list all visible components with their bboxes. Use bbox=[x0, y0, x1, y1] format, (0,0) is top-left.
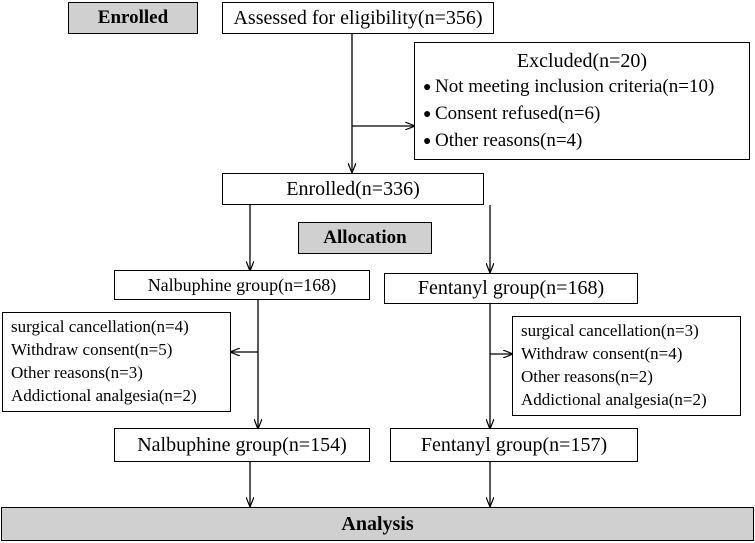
list-item: surgical cancellation(n=4) bbox=[11, 317, 189, 336]
excluded-item: ●Other reasons(n=4) bbox=[423, 128, 749, 155]
list-item: Addictional analgesia(n=2) bbox=[521, 390, 707, 409]
enrolled-box: Enrolled(n=336) bbox=[222, 173, 484, 205]
excluded-title: Excluded(n=20) bbox=[516, 50, 648, 72]
bullet-icon: ● bbox=[423, 80, 432, 95]
bullet-icon: ● bbox=[423, 107, 432, 122]
fentanyl-analyzed-box: Fentanyl group(n=157) bbox=[390, 428, 638, 462]
excluded-item: ●Not meeting inclusion criteria(n=10) bbox=[423, 74, 749, 101]
bullet-icon: ● bbox=[423, 134, 432, 149]
excluded-box: Excluded(n=20) ●Not meeting inclusion cr… bbox=[414, 42, 750, 160]
assessed-box: Assessed for eligibility(n=356) bbox=[222, 2, 494, 34]
list-item: Other reasons(n=2) bbox=[521, 367, 653, 386]
excluded-item: ●Consent refused(n=6) bbox=[423, 101, 749, 128]
list-item: Withdraw consent(n=4) bbox=[521, 344, 683, 363]
list-item: Other reasons(n=3) bbox=[11, 363, 143, 382]
nalbuphine-losses-box: surgical cancellation(n=4) Withdraw cons… bbox=[2, 312, 231, 412]
nalbuphine-analyzed-box: Nalbuphine group(n=154) bbox=[114, 428, 370, 462]
enrolled-label: Enrolled bbox=[68, 2, 198, 34]
list-item: surgical cancellation(n=3) bbox=[521, 321, 699, 340]
fentanyl-losses-box: surgical cancellation(n=3) Withdraw cons… bbox=[512, 316, 741, 416]
nalbuphine-allocated-box: Nalbuphine group(n=168) bbox=[114, 270, 370, 300]
list-item: Withdraw consent(n=5) bbox=[11, 340, 173, 359]
fentanyl-allocated-box: Fentanyl group(n=168) bbox=[384, 273, 638, 304]
allocation-label: Allocation bbox=[298, 222, 432, 254]
list-item: Addictional analgesia(n=2) bbox=[11, 386, 197, 405]
analysis-label: Analysis bbox=[1, 507, 754, 541]
